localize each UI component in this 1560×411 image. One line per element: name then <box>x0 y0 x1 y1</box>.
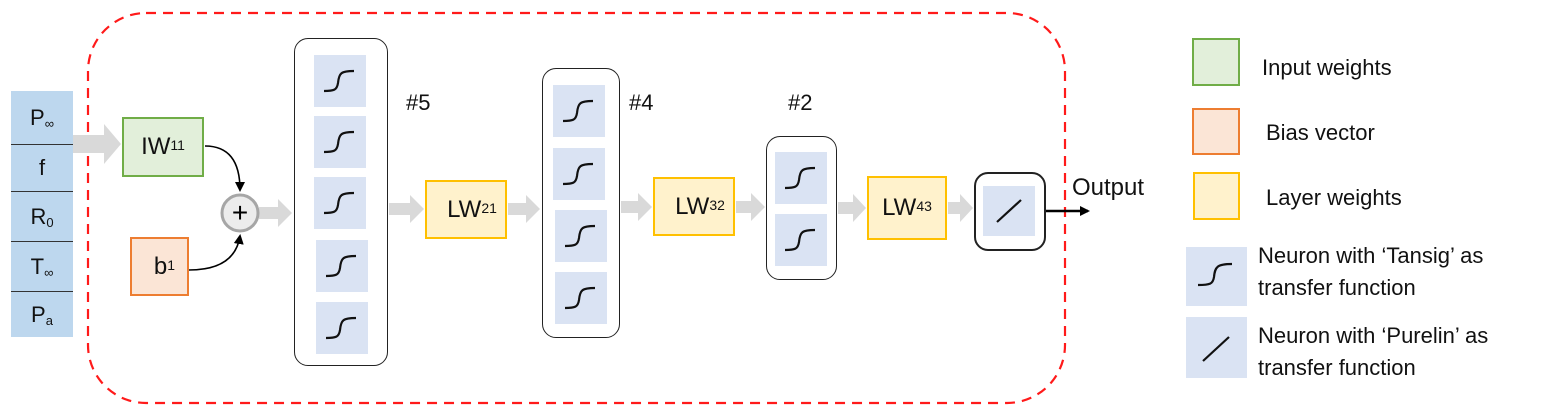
lw-label: LW <box>882 194 917 221</box>
tansig-neuron <box>775 214 827 266</box>
legend-tansig-line1: Neuron with ‘Tansig’ as <box>1258 243 1484 268</box>
tansig-icon <box>1197 262 1233 287</box>
legend-purelin-label: Neuron with ‘Purelin’ as transfer functi… <box>1258 320 1488 384</box>
output-label: Output <box>1072 174 1145 201</box>
lw-label: LW <box>447 195 482 223</box>
tansig-icon <box>784 228 816 252</box>
input-subscript: ∞ <box>44 265 54 280</box>
legend-purelin-line1: Neuron with ‘Purelin’ as <box>1258 323 1489 348</box>
tansig-neuron <box>553 85 605 137</box>
flow-arrow-sum <box>259 199 292 227</box>
sum-node <box>220 193 260 233</box>
input-subscript: ∞ <box>44 116 54 131</box>
iw-label: IW <box>141 133 171 160</box>
sum-symbol: + <box>232 197 248 228</box>
legend-bias-vector-swatch <box>1192 108 1240 155</box>
bias-to-sum-arrow <box>188 234 244 271</box>
input-subscript: a <box>45 313 53 328</box>
iw-to-sum-arrow <box>204 145 245 192</box>
layer-2-neuron-count: #4 <box>629 90 654 115</box>
legend-layer-weights-swatch <box>1193 172 1240 220</box>
tansig-icon <box>325 316 357 340</box>
tansig-icon <box>323 130 355 154</box>
purelin-icon <box>996 199 1022 223</box>
lw-superscript: 43 <box>916 198 932 214</box>
tansig-icon <box>564 224 596 248</box>
legend-tansig-line2: transfer function <box>1258 275 1416 300</box>
input-f: f <box>11 145 73 192</box>
flow-arrow-l2 <box>621 193 652 221</box>
legend-layer-weights-label: Layer weights <box>1266 185 1402 210</box>
lw-label: LW <box>675 192 710 220</box>
flow-arrow-lw43 <box>948 194 973 222</box>
purelin-icon <box>1202 336 1230 362</box>
tansig-neuron <box>314 55 366 107</box>
tansig-neuron <box>775 152 827 204</box>
tansig-neuron <box>553 148 605 200</box>
flow-arrows <box>73 124 973 227</box>
legend-bias-vector-label: Bias vector <box>1266 120 1375 145</box>
tansig-neuron <box>555 210 607 262</box>
bias-label: b <box>153 252 168 280</box>
tansig-icon <box>323 191 355 215</box>
flow-arrow-l1 <box>389 195 424 223</box>
purelin-neuron <box>983 186 1035 236</box>
tansig-neuron <box>555 272 607 324</box>
tansig-neuron <box>314 116 366 168</box>
flow-arrow-l3 <box>838 194 866 222</box>
flow-arrow-lw21 <box>508 195 540 223</box>
iw-superscript: 11 <box>170 137 185 153</box>
legend-tansig-swatch <box>1186 247 1247 306</box>
input-label: f <box>38 155 46 180</box>
tansig-icon <box>562 162 594 186</box>
tansig-neuron <box>316 302 368 354</box>
tansig-icon <box>323 69 355 93</box>
legend-tansig-label: Neuron with ‘Tansig’ as transfer functio… <box>1258 240 1483 304</box>
input-label: P <box>31 301 46 327</box>
input-p-inf: P∞ <box>11 91 73 145</box>
input-label: T <box>30 253 45 279</box>
flow-arrow-lw32 <box>736 193 765 221</box>
legend-input-weights-swatch <box>1192 38 1240 86</box>
input-label: R <box>30 203 47 229</box>
tansig-icon <box>564 286 596 310</box>
flow-arrow-input <box>73 124 121 164</box>
legend-purelin-swatch <box>1186 317 1247 378</box>
lw-superscript: 21 <box>481 199 497 216</box>
tansig-icon <box>562 99 594 123</box>
tansig-icon <box>325 254 357 278</box>
input-label: P <box>30 104 45 130</box>
lw-superscript: 32 <box>709 196 725 213</box>
tansig-icon <box>784 166 816 190</box>
legend-input-weights-label: Input weights <box>1262 55 1392 80</box>
input-subscript: 0 <box>46 215 54 230</box>
tansig-neuron <box>314 177 366 229</box>
tansig-neuron <box>316 240 368 292</box>
layer-1-neuron-count: #5 <box>406 90 431 115</box>
legend-purelin-line2: transfer function <box>1258 355 1416 380</box>
input-t-inf: T∞ <box>11 242 73 292</box>
network-boundary <box>86 11 1067 405</box>
layer-3-neuron-count: #2 <box>788 90 813 115</box>
bias-superscript: 1 <box>167 256 176 273</box>
